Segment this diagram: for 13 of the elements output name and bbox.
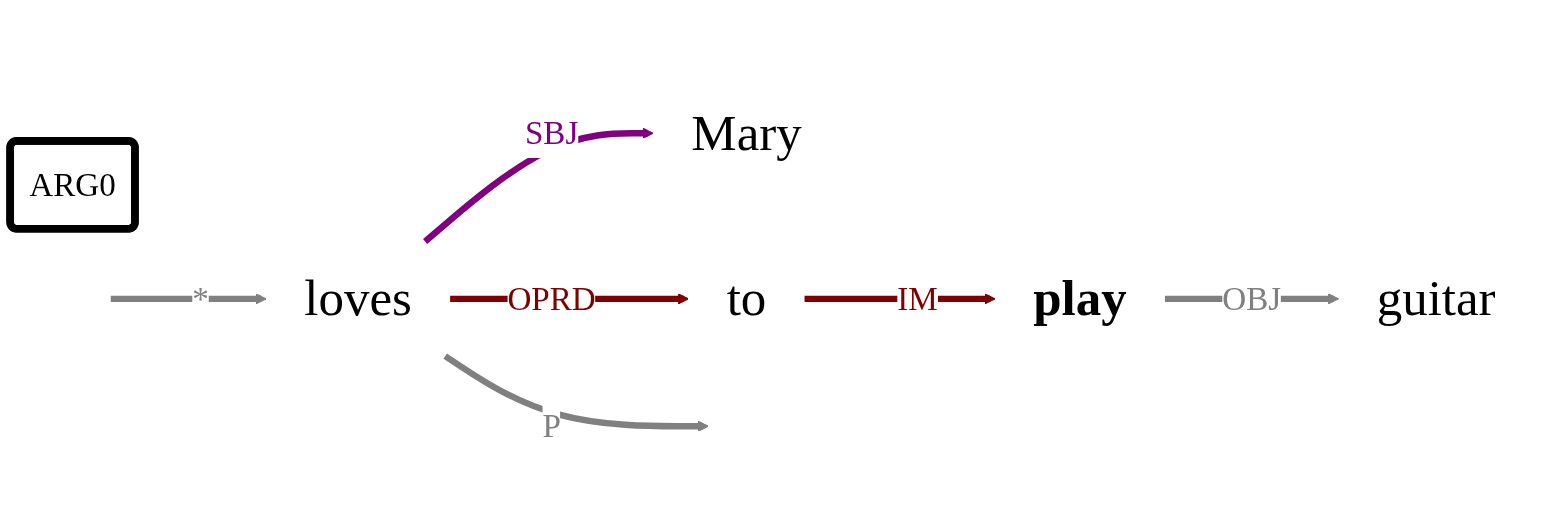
edge-label: OPRD: [507, 280, 596, 318]
edge-label: *: [192, 280, 209, 318]
node-text: play: [1033, 269, 1127, 327]
edge-label: P: [542, 407, 561, 445]
edge-label: SBJ: [524, 114, 579, 152]
arrow: [443, 353, 709, 432]
node-text: Mary: [691, 103, 802, 162]
node-text: loves: [304, 269, 412, 327]
node-text: guitar: [1376, 269, 1496, 327]
edge-label: OBJ: [1222, 280, 1282, 318]
edge-label: IM: [897, 280, 938, 318]
arrow: [110, 293, 267, 305]
node-text: to: [726, 269, 767, 327]
